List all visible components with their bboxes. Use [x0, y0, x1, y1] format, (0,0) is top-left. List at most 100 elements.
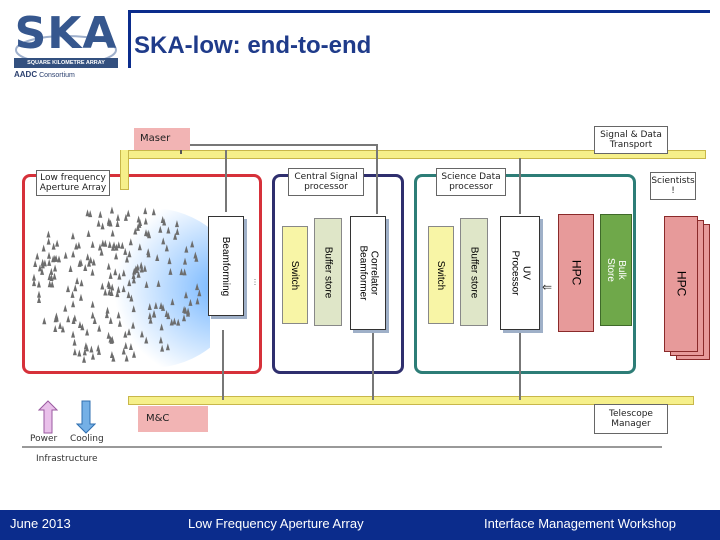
- sdp-switch-box: [428, 226, 454, 324]
- antenna-mark: [193, 251, 198, 259]
- antenna-mark: [82, 355, 87, 363]
- antenna-mark: [66, 315, 71, 323]
- antenna-mark: [32, 279, 37, 287]
- antenna-mark: [97, 324, 102, 332]
- antenna-mark: [137, 243, 142, 251]
- antenna-mark: [186, 309, 191, 317]
- mc-bus: [128, 396, 694, 405]
- antenna-mark: [46, 230, 51, 238]
- antenna-mark: [90, 311, 95, 319]
- antenna-mark: [33, 259, 38, 267]
- uv-processor-box: [500, 216, 540, 330]
- antenna-mark: [144, 229, 149, 237]
- lfaa-up-link: [225, 150, 227, 212]
- infrastructure-label: Infrastructure: [36, 454, 98, 464]
- antenna-mark: [47, 258, 52, 266]
- antenna-mark: [144, 336, 149, 344]
- antenna-mark: [100, 239, 105, 247]
- antenna-mark: [96, 219, 101, 227]
- antenna-mark: [83, 263, 88, 271]
- antenna-mark: [88, 256, 93, 264]
- antenna-mark: [126, 209, 131, 217]
- antenna-mark: [120, 241, 125, 249]
- antenna-mark: [52, 272, 57, 280]
- antenna-mark: [78, 293, 83, 301]
- antenna-mark: [124, 354, 129, 362]
- antenna-mark: [182, 268, 187, 276]
- antenna-mark: [156, 279, 161, 287]
- title-rule-left: [128, 10, 131, 68]
- antenna-mark: [162, 218, 167, 226]
- antenna-mark: [42, 317, 47, 325]
- sdp-label: Science Data processor: [436, 168, 506, 196]
- antenna-mark: [106, 331, 111, 339]
- antenna-mark: [136, 215, 141, 223]
- sdp-switch-label: Switch: [435, 260, 447, 290]
- sdp-mc-link: [519, 330, 521, 400]
- antenna-mark: [51, 242, 56, 250]
- antenna-mark: [131, 276, 136, 284]
- ellipsis-label: ...: [252, 278, 263, 286]
- bulk-store-box: [600, 214, 632, 326]
- maser-line-to-csp: [180, 144, 377, 146]
- antenna-mark: [108, 316, 113, 324]
- scientists-label: Scientists !: [650, 172, 696, 200]
- antenna-mark: [158, 225, 163, 233]
- antenna-mark: [144, 280, 149, 288]
- power-arrow-icon: [37, 400, 59, 439]
- csp-label: Central Signal processor: [288, 168, 364, 196]
- hpc-1-box: [558, 214, 594, 332]
- antenna-mark: [128, 238, 133, 246]
- antenna-mark: [182, 305, 187, 313]
- antenna-mark: [53, 324, 58, 332]
- antenna-mark: [139, 261, 144, 269]
- antenna-mark: [143, 217, 148, 225]
- hpc-2-box: [664, 216, 698, 352]
- antenna-mark: [123, 247, 128, 255]
- antenna-mark: [121, 269, 126, 277]
- antenna-mark: [131, 321, 136, 329]
- antenna-mark: [82, 348, 87, 356]
- antenna-mark: [36, 290, 41, 298]
- antenna-mark: [47, 280, 52, 288]
- hpc-2-label: HPC: [674, 271, 689, 297]
- antenna-mark: [72, 338, 77, 346]
- antenna-mark: [123, 213, 128, 221]
- antenna-mark: [188, 298, 193, 306]
- antenna-mark: [107, 240, 112, 248]
- antenna-mark: [179, 268, 184, 276]
- antenna-mark: [99, 248, 104, 256]
- antenna-mark: [63, 251, 68, 259]
- title-rule: [128, 10, 710, 13]
- antenna-mark: [143, 207, 148, 215]
- antenna-field: [30, 200, 240, 370]
- antenna-mark: [70, 232, 75, 240]
- antenna-mark: [159, 302, 164, 310]
- antenna-mark: [98, 210, 103, 218]
- antenna-mark: [114, 243, 119, 251]
- page-title: SKA-low: end-to-end: [134, 32, 372, 59]
- infra-bus: [22, 446, 662, 448]
- antenna-mark: [117, 272, 122, 280]
- antenna-mark: [58, 321, 63, 329]
- antenna-mark: [84, 344, 89, 352]
- antenna-mark: [142, 264, 147, 272]
- footer-center: Low Frequency Aperture Array: [188, 516, 364, 531]
- antenna-mark: [126, 291, 131, 299]
- antenna-mark: [103, 239, 108, 247]
- antenna-mark: [184, 291, 189, 299]
- antenna-mark: [37, 264, 42, 272]
- antenna-mark: [152, 310, 157, 318]
- antenna-mark: [100, 282, 105, 290]
- antenna-mark: [176, 318, 181, 326]
- antenna-mark: [172, 317, 177, 325]
- consortium-label: AADC Consortium: [14, 70, 75, 79]
- antenna-mark: [49, 267, 54, 275]
- antenna-mark: [148, 316, 153, 324]
- antenna-mark: [105, 306, 110, 314]
- antenna-mark: [46, 237, 51, 245]
- csp-mc-link: [372, 330, 374, 400]
- antenna-mark: [71, 330, 76, 338]
- cooling-arrow-icon: [75, 400, 97, 439]
- antenna-mark: [110, 229, 115, 237]
